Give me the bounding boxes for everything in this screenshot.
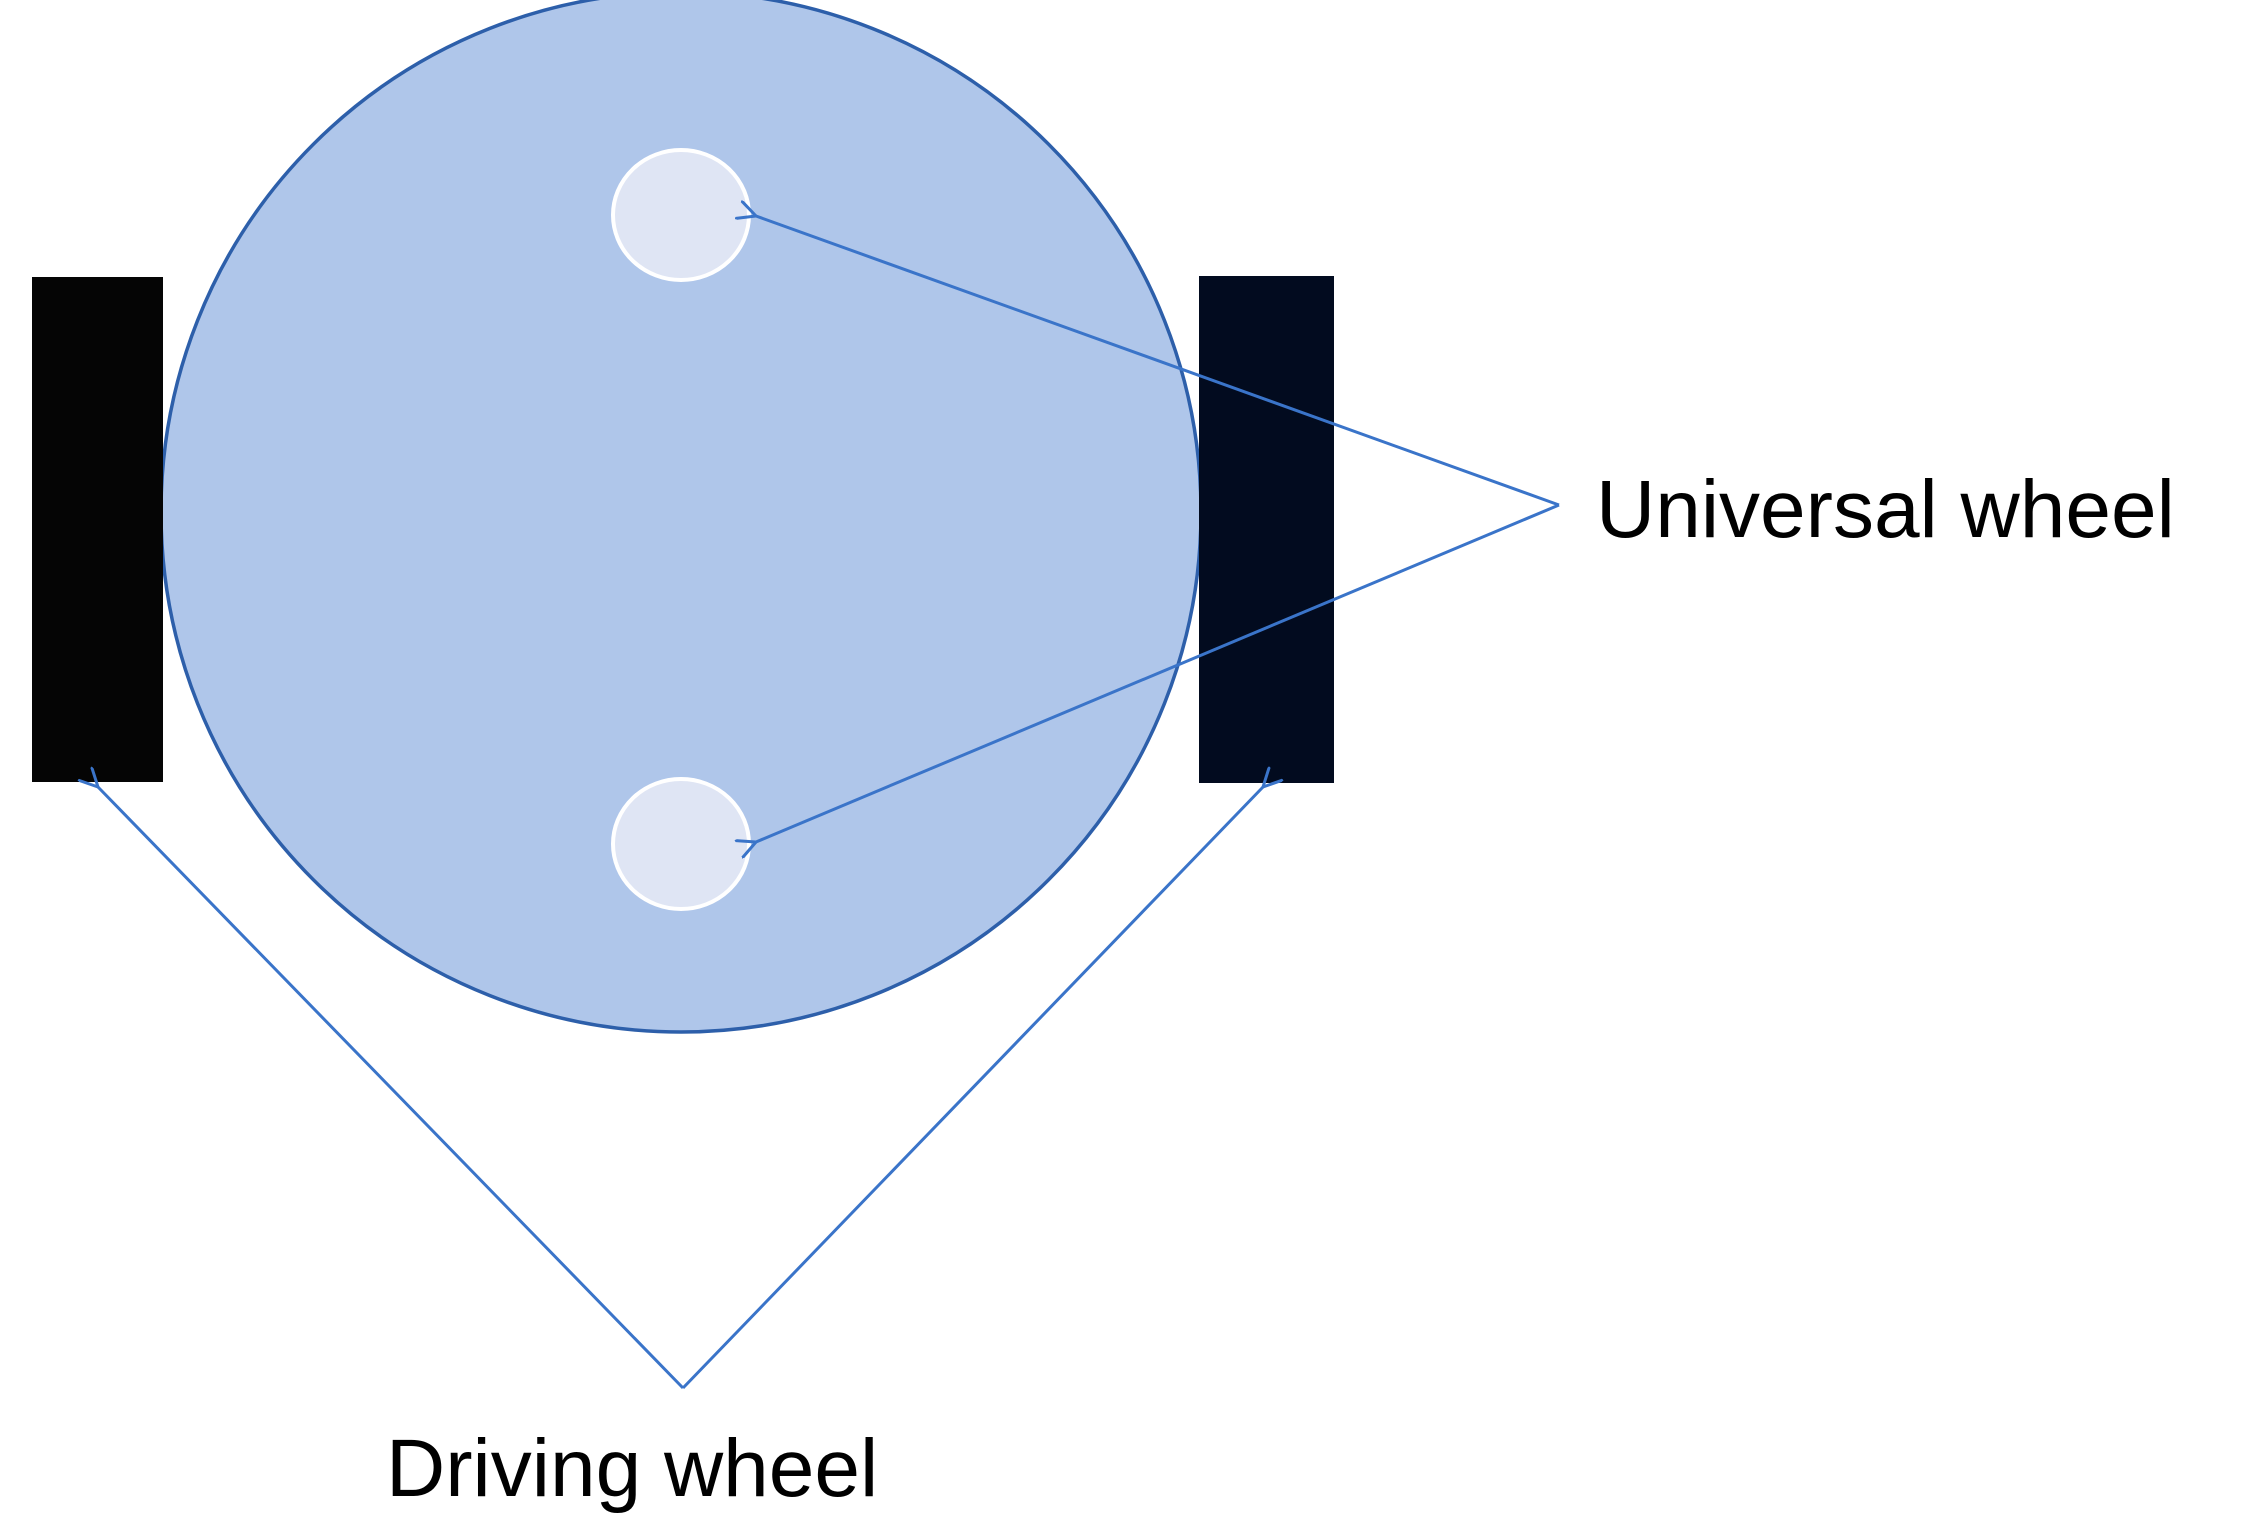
universal-wheel-label: Universal wheel <box>1596 464 2175 555</box>
universal-wheel-leader-top <box>756 216 1560 507</box>
driving-wheel-leader-right <box>681 787 1263 1390</box>
driving-wheel-label: Driving wheel <box>386 1423 878 1514</box>
driving-wheel-leader-left <box>98 787 685 1390</box>
bottom-universal-wheel <box>611 777 751 911</box>
universal-wheel-leader-bottom <box>756 503 1560 842</box>
right-driving-wheel <box>1199 276 1334 783</box>
top-universal-wheel <box>611 148 751 282</box>
left-driving-wheel <box>32 277 163 782</box>
